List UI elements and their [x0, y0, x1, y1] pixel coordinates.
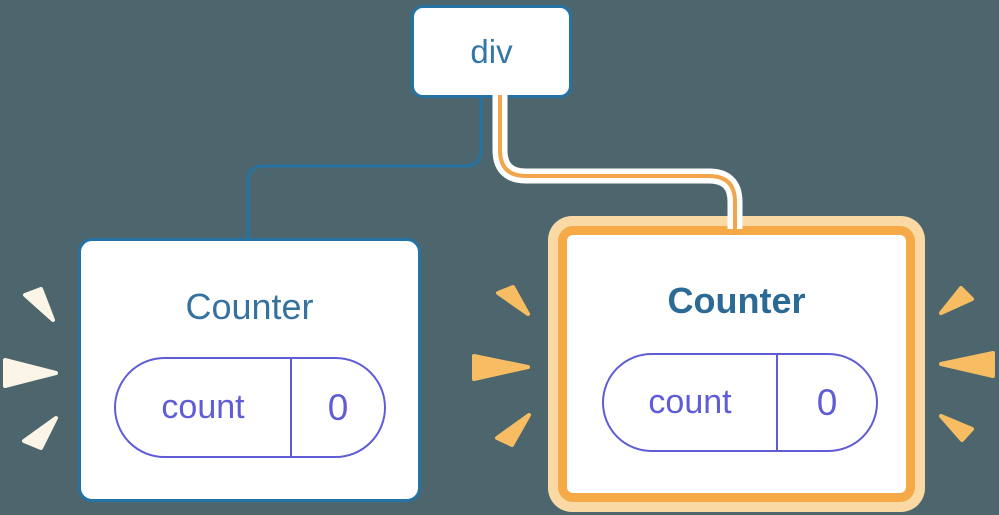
- state-pill-left: count 0: [114, 357, 386, 458]
- state-pill-right: count 0: [602, 353, 878, 452]
- counter-card-right-glow: Counter count 0: [548, 216, 925, 512]
- connector-orange-line: [498, 95, 737, 235]
- connector-orange-casing: [492, 95, 743, 229]
- tree-root-node: div: [411, 5, 572, 98]
- spark-burst-left-icon: [3, 287, 58, 450]
- root-node-label: div: [470, 32, 513, 70]
- counter-title-right: Counter: [667, 280, 806, 321]
- counter-title-left: Counter: [185, 286, 314, 327]
- spark-burst-right-icon: [939, 286, 995, 442]
- state-key-label-right: count: [604, 355, 778, 450]
- connector-blue-line: [246, 98, 483, 241]
- counter-card-right: Counter count 0: [558, 226, 915, 502]
- state-value-left: 0: [327, 386, 349, 428]
- state-key-label-left: count: [116, 359, 292, 456]
- counter-card-left: Counter count 0: [78, 238, 421, 502]
- state-value-right: 0: [816, 381, 838, 423]
- spark-burst-middle-icon: [472, 285, 531, 447]
